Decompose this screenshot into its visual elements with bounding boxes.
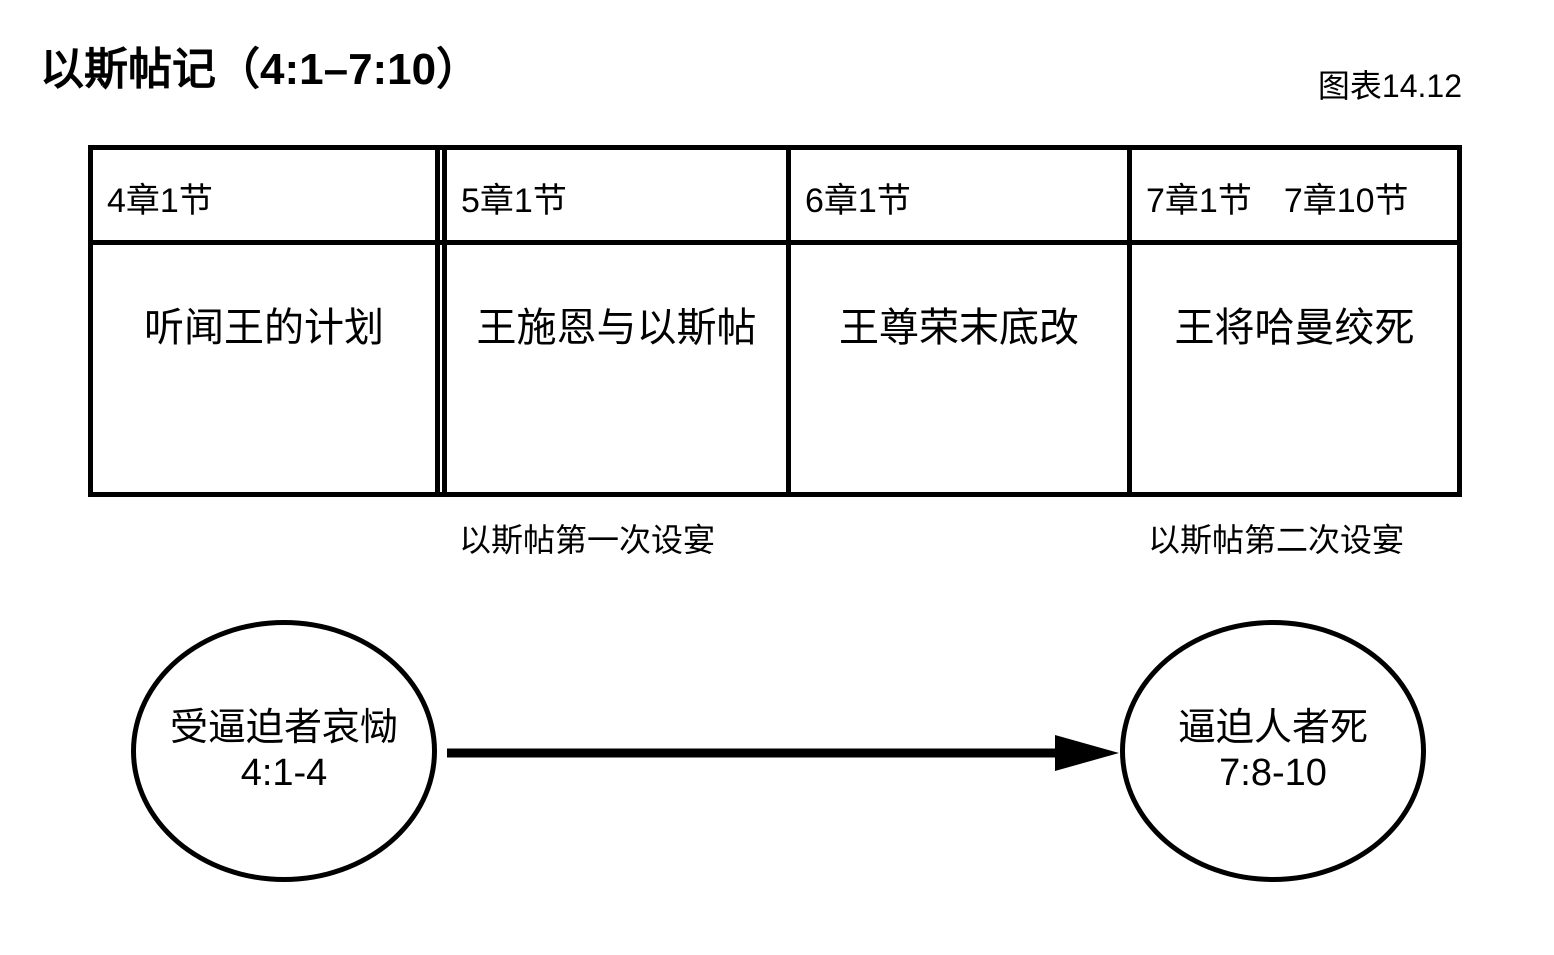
flow-circle-right: 逼迫人者死 7:8-10 [1120,620,1426,882]
chart-number-label: 图表14.12 [1317,68,1462,104]
table-header-label-4: 7章1节 [1146,182,1252,220]
table-header-cell-3: 6章1节 [791,150,1127,245]
flow-circle-left-label: 受逼迫者哀恸 [169,707,398,750]
table-divider-double [435,150,447,492]
table-divider-2 [786,150,791,492]
table-header-label-3: 6章1节 [805,182,911,220]
flow-circle-left-reference: 4:1-4 [240,752,328,794]
table-body-cell-3: 王尊荣末底改 [791,245,1127,492]
table-header-label-1: 4章1节 [107,182,213,220]
chapter-outline-table: 4章1节 听闻王的计划 5章1节 王施恩与以斯帖 6章1节 王尊荣末底改 7章1… [88,145,1462,497]
header-separator-rule [93,240,1457,245]
table-header-label-4b: 7章10节 [1283,182,1409,220]
table-header-cell-1: 4章1节 [93,150,435,245]
table-body-label-1: 听闻王的计划 [144,304,384,350]
table-column-4: 7章1节 7章10节 王将哈曼绞死 [1132,150,1457,492]
table-body-cell-2: 王施恩与以斯帖 [447,245,786,492]
caption-second-banquet: 以斯帖第二次设宴 [1148,522,1405,558]
table-body-label-3: 王尊荣末底改 [839,304,1079,350]
right-arrow-icon [447,735,1119,771]
flow-circle-right-label: 逼迫人者死 [1177,707,1368,750]
table-column-2: 5章1节 王施恩与以斯帖 [447,150,786,492]
page-title: 以斯帖记（4:1–7:10） [40,45,481,94]
table-header-cell-2: 5章1节 [447,150,786,245]
table-header-cell-4: 7章1节 7章10节 [1132,150,1457,245]
title-row: 以斯帖记（4:1–7:10） 图表14.12 [0,0,1554,130]
table-divider-3 [1127,150,1132,492]
table-body-cell-4: 王将哈曼绞死 [1132,245,1457,492]
flow-circle-left: 受逼迫者哀恸 4:1-4 [131,620,437,882]
table-body-label-2: 王施恩与以斯帖 [476,304,757,350]
table-column-1: 4章1节 听闻王的计划 [93,150,435,492]
table-header-label-2: 5章1节 [461,182,567,220]
flow-diagram: 受逼迫者哀恸 4:1-4 逼迫人者死 7:8-10 [0,600,1554,920]
table-body-cell-1: 听闻王的计划 [93,245,435,492]
flow-circle-right-reference: 7:8-10 [1219,752,1327,794]
table-body-label-4: 王将哈曼绞死 [1174,304,1415,350]
table-column-3: 6章1节 王尊荣末底改 [791,150,1127,492]
caption-first-banquet: 以斯帖第一次设宴 [459,522,716,558]
